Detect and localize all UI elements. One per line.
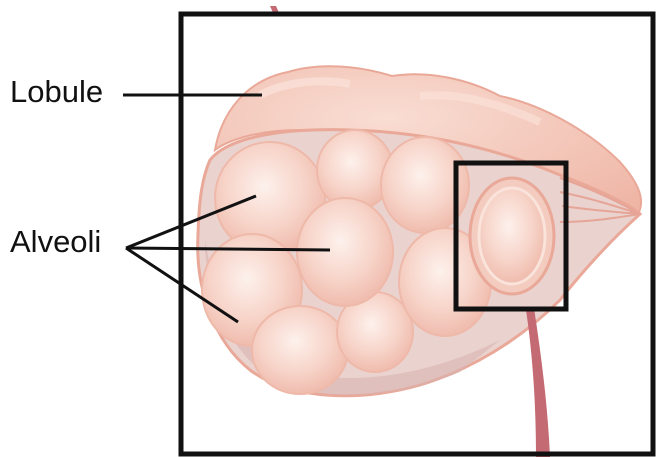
alveoli-leader-line-middle: [126, 248, 330, 250]
alveolus: [297, 198, 393, 306]
lower-duct: [526, 308, 550, 457]
label-alveoli: Alveoli: [10, 226, 101, 257]
alveolus: [252, 306, 348, 394]
label-lobule: Lobule: [10, 76, 103, 107]
